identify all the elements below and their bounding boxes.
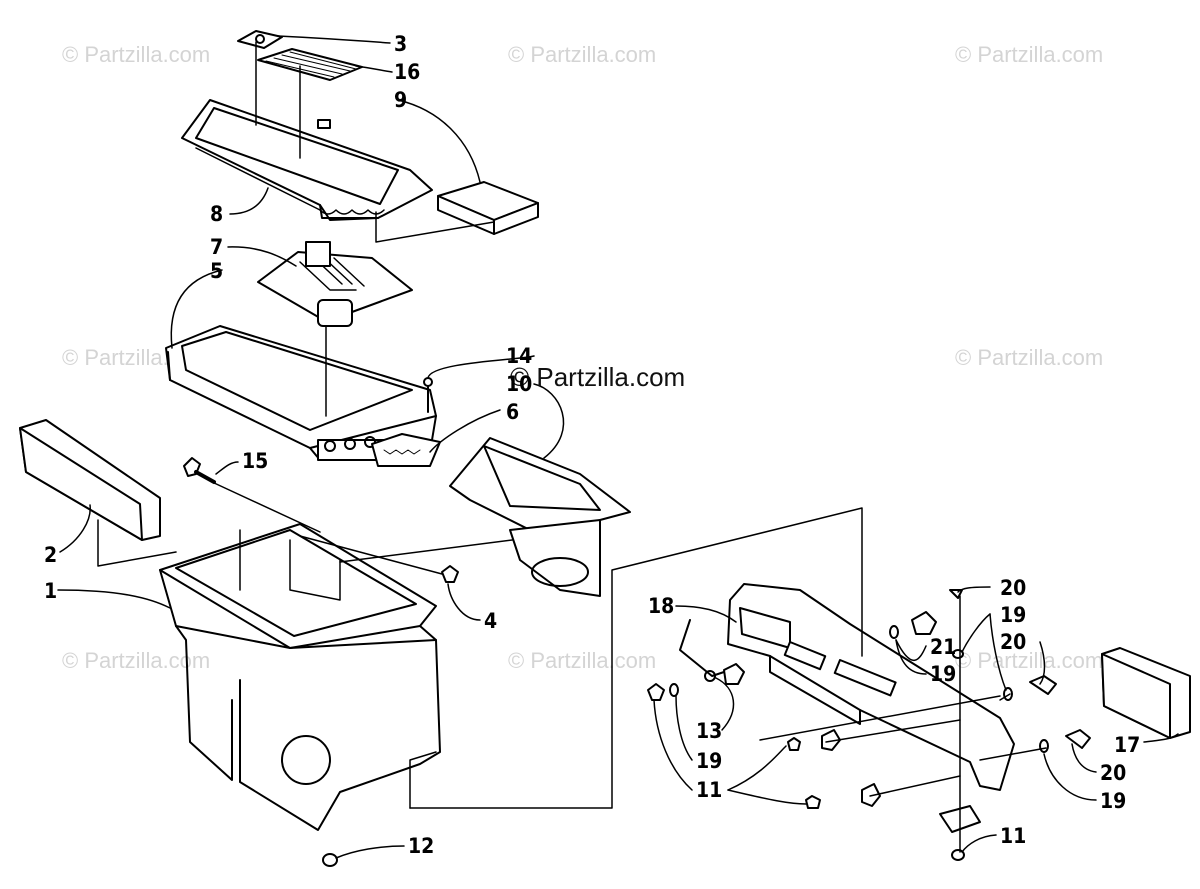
callout-11: 11 — [696, 778, 723, 802]
callout-10: 10 — [506, 372, 533, 396]
callout-12: 12 — [408, 834, 435, 858]
callout-19: 19 — [930, 662, 957, 686]
callout-7: 7 — [210, 235, 224, 259]
part-5-airbox-tray — [165, 325, 437, 461]
callout-6: 6 — [506, 400, 520, 424]
part-17-right-foam — [1101, 647, 1191, 739]
part-2-side-foam — [19, 419, 161, 541]
callout-20: 20 — [1100, 761, 1127, 785]
part-18-large-duct — [727, 583, 1015, 791]
watermark: © Partzilla.com — [508, 42, 657, 67]
part-4-bolt — [441, 565, 459, 583]
callout-4: 4 — [484, 609, 498, 633]
callout-8: 8 — [210, 202, 224, 226]
part-15-bolt — [183, 457, 216, 484]
part-6-plate — [371, 433, 441, 467]
assembly-lines — [97, 41, 1047, 853]
part-10-intake-duct — [449, 437, 631, 597]
callout-1: 1 — [44, 579, 58, 603]
callout-19: 19 — [1000, 603, 1027, 627]
callout-19: 19 — [1100, 789, 1127, 813]
watermark: © Partzilla.com — [955, 345, 1104, 370]
part-7-intake-cover — [257, 241, 413, 327]
callout-2: 2 — [44, 543, 58, 567]
callout-17: 17 — [1114, 733, 1141, 757]
callout-20: 20 — [1000, 630, 1027, 654]
callout-3: 3 — [394, 32, 408, 56]
part-13-bracket — [679, 619, 731, 682]
part-8-lid — [181, 99, 433, 221]
callout-5: 5 — [210, 259, 224, 283]
brand-watermark: © Partzilla.com — [510, 362, 686, 392]
hardware-fasteners — [647, 589, 1091, 861]
callout-15: 15 — [242, 449, 269, 473]
part-16-screen — [257, 48, 363, 81]
callout-13: 13 — [696, 719, 723, 743]
part-9-foam-pad — [437, 181, 539, 235]
part-3-tag — [237, 30, 283, 49]
watermark: © Partzilla.com — [955, 42, 1104, 67]
watermark: © Partzilla.com — [955, 648, 1104, 673]
callout-16: 16 — [394, 60, 421, 84]
watermark: © Partzilla.com — [62, 42, 211, 67]
callout-18: 18 — [648, 594, 675, 618]
watermark: © Partzilla.com — [508, 648, 657, 673]
callout-9: 9 — [394, 88, 408, 112]
callout-leaders — [57, 35, 1179, 859]
part-1-airbox-housing — [159, 523, 441, 831]
callout-19: 19 — [696, 749, 723, 773]
callout-11: 11 — [1000, 824, 1027, 848]
part-12-plug — [322, 853, 338, 867]
callout-20: 20 — [1000, 576, 1027, 600]
callout-21: 21 — [930, 635, 957, 659]
callout-14: 14 — [506, 344, 533, 368]
